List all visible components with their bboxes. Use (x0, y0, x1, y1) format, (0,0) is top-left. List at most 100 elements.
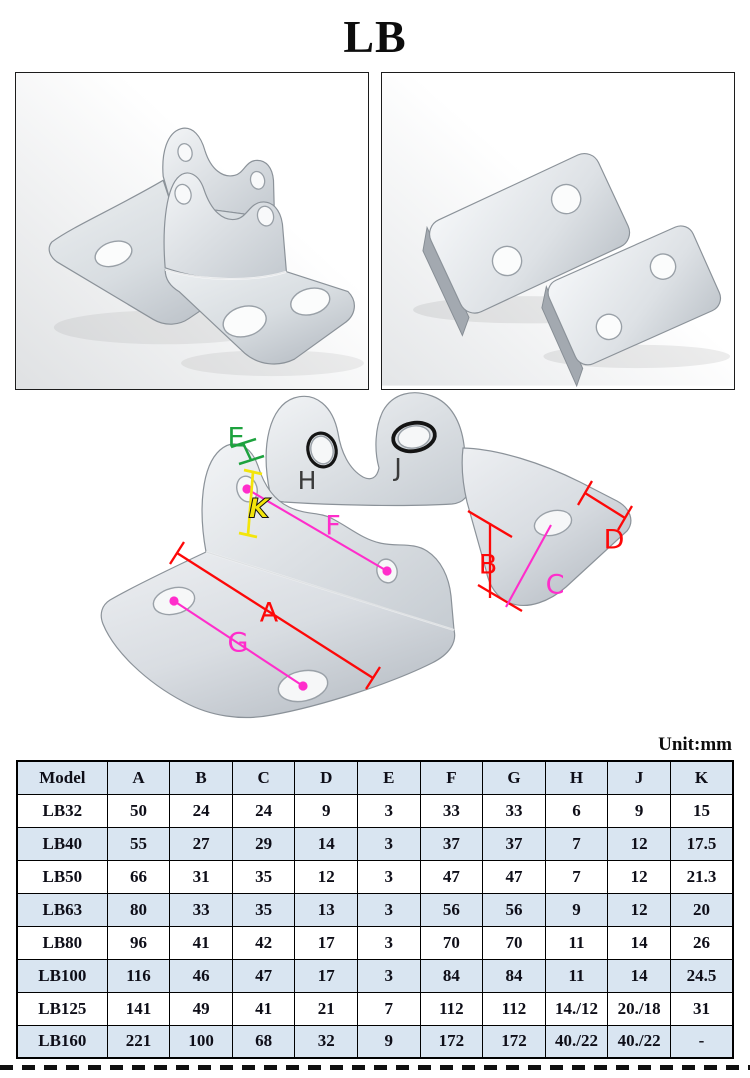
value-cell: 17 (294, 958, 359, 993)
value-cell: 7 (544, 859, 609, 894)
value-cell: 37 (419, 826, 484, 861)
value-cell: 35 (231, 859, 296, 894)
value-cell: 49 (169, 991, 233, 1026)
value-cell: 68 (231, 1024, 296, 1059)
value-cell: 40./22 (607, 1024, 671, 1059)
value-cell: 3 (357, 892, 421, 927)
value-cell: 27 (169, 826, 233, 861)
value-cell: 42 (231, 925, 296, 960)
column-header: H (544, 760, 609, 795)
value-cell: 55 (106, 826, 171, 861)
value-cell: 96 (106, 925, 171, 960)
value-cell: 6 (544, 793, 609, 828)
value-cell: 7 (357, 991, 421, 1026)
value-cell: 12 (607, 859, 671, 894)
model-cell: LB125 (16, 991, 108, 1026)
dim-label-K: K (249, 494, 272, 525)
product-photo-left (15, 72, 369, 390)
dim-label-F: F (325, 511, 341, 542)
value-cell: 221 (106, 1024, 171, 1059)
value-cell: 37 (482, 826, 546, 861)
value-cell: 12 (607, 826, 671, 861)
value-cell: 70 (482, 925, 546, 960)
value-cell: 33 (419, 793, 484, 828)
value-cell: 3 (357, 826, 421, 861)
value-cell: 26 (669, 925, 734, 960)
value-cell: 112 (482, 991, 546, 1026)
dim-label-B: B (479, 550, 498, 581)
product-photo-back (381, 72, 735, 390)
dimension-diagram-svg: E K H J F B D C A G (100, 392, 633, 719)
column-header: F (419, 760, 484, 795)
value-cell: 172 (419, 1024, 484, 1059)
value-cell: 12 (607, 892, 671, 927)
column-header: D (294, 760, 359, 795)
value-cell: 29 (231, 826, 296, 861)
value-cell: - (669, 1024, 734, 1059)
value-cell: 17.5 (669, 826, 734, 861)
back-bracket-flange (265, 392, 470, 507)
value-cell: 21 (294, 991, 359, 1026)
column-header: B (169, 760, 233, 795)
value-cell: 84 (419, 958, 484, 993)
value-cell: 41 (169, 925, 233, 960)
column-header: C (231, 760, 296, 795)
dim-label-D: D (604, 525, 625, 556)
value-cell: 9 (544, 892, 609, 927)
column-header: J (607, 760, 671, 795)
dimension-line-yellow (238, 468, 263, 539)
value-cell: 50 (106, 793, 171, 828)
model-cell: LB100 (16, 958, 108, 993)
value-cell: 31 (169, 859, 233, 894)
value-cell: 24 (231, 793, 296, 828)
value-cell: 56 (419, 892, 484, 927)
value-cell: 9 (607, 793, 671, 828)
value-cell: 14 (294, 826, 359, 861)
value-cell: 66 (106, 859, 171, 894)
value-cell: 33 (482, 793, 546, 828)
dim-label-C: C (546, 570, 565, 601)
value-cell: 21.3 (669, 859, 734, 894)
model-cell: LB63 (16, 892, 108, 927)
unit-label: Unit:mm (658, 734, 732, 755)
value-cell: 100 (169, 1024, 233, 1059)
dim-label-H: H (298, 466, 317, 495)
value-cell: 46 (169, 958, 233, 993)
dim-label-G: G (228, 628, 249, 659)
value-cell: 3 (357, 925, 421, 960)
bracket-photo-back-illustration (382, 76, 734, 388)
column-header: E (357, 760, 421, 795)
value-cell: 33 (169, 892, 233, 927)
value-cell: 9 (294, 793, 359, 828)
column-header: G (482, 760, 546, 795)
model-cell: LB80 (16, 925, 108, 960)
page-title: LB (343, 10, 407, 62)
value-cell: 84 (482, 958, 546, 993)
model-cell: LB160 (16, 1024, 108, 1059)
value-cell: 35 (231, 892, 296, 927)
value-cell: 14 (607, 958, 671, 993)
value-cell: 15 (669, 793, 734, 828)
dimension-diagram: E K H J F B D C A G (0, 390, 750, 734)
value-cell: 17 (294, 925, 359, 960)
value-cell: 24.5 (669, 958, 734, 993)
value-cell: 7 (544, 826, 609, 861)
value-cell: 24 (169, 793, 233, 828)
dim-label-E: E (227, 423, 244, 454)
value-cell: 141 (106, 991, 171, 1026)
value-cell: 56 (482, 892, 546, 927)
column-header: K (669, 760, 734, 795)
value-cell: 3 (357, 859, 421, 894)
value-cell: 9 (357, 1024, 421, 1059)
value-cell: 40./22 (544, 1024, 609, 1059)
value-cell: 70 (419, 925, 484, 960)
